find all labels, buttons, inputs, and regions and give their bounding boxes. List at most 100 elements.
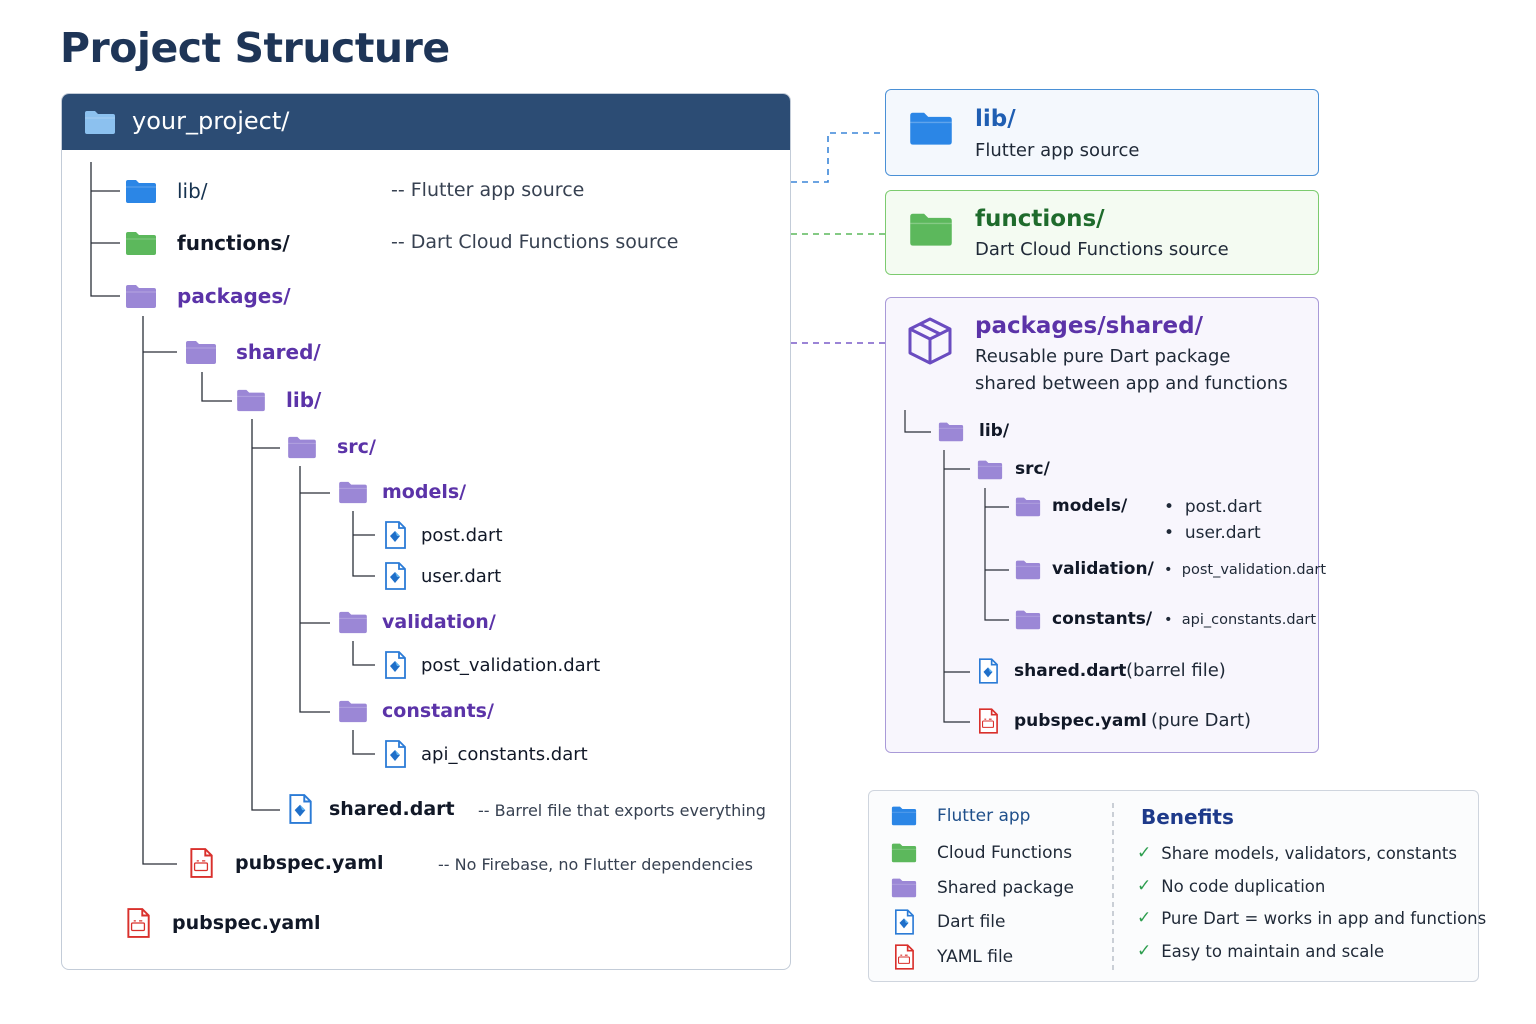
benefit-item: ✓ No code duplication — [1137, 876, 1325, 896]
folder-icon — [891, 877, 917, 898]
check-icon: ✓ — [1137, 941, 1152, 961]
tree-item-lib[interactable]: lib/ — [125, 178, 208, 204]
card-subtitle: Flutter app source — [975, 140, 1140, 161]
legend-label: Shared package — [937, 877, 1075, 898]
tree-item-label: lib/ — [286, 388, 322, 412]
check-icon: ✓ — [1137, 876, 1152, 896]
card-tree-file: • user.dart — [1164, 523, 1261, 543]
tree-item-desc: -- Dart Cloud Functions source — [391, 231, 679, 253]
card-tree-label: lib/ — [979, 421, 1010, 441]
tree-item-label: functions/ — [177, 231, 290, 255]
tree-item-post-dart[interactable]: post.dart — [384, 521, 503, 549]
tree-item-label: shared.dart — [329, 798, 455, 820]
tree-item-shared-dart[interactable]: shared.dart — [288, 794, 455, 824]
tree-panel: your_project/ — [61, 93, 791, 970]
tree-item-label: validation/ — [382, 611, 496, 633]
card-tree-desc: (pure Dart) — [1151, 710, 1252, 731]
tree-item-label: lib/ — [177, 179, 208, 203]
card-title: packages/shared/ — [975, 313, 1203, 339]
card-tree-file: • post.dart — [1164, 497, 1262, 517]
card-subtitle: Dart Cloud Functions source — [975, 239, 1229, 260]
tree-item-models[interactable]: models/ — [338, 480, 466, 504]
yaml-file-icon — [894, 944, 914, 970]
card-tree-label: models/ — [1052, 496, 1128, 516]
benefit-text: Easy to maintain and scale — [1161, 941, 1385, 961]
legend-item-shared: Shared package — [891, 877, 1074, 898]
tree-item-desc: -- Flutter app source — [391, 179, 585, 201]
tree-item-label: pubspec.yaml — [235, 852, 384, 874]
card-tree-label: src/ — [1015, 459, 1050, 479]
legend-label: YAML file — [937, 947, 1014, 967]
tree-item-shared[interactable]: shared/ — [185, 339, 321, 365]
card-tree-label: validation/ — [1052, 559, 1154, 579]
tree-item-label: shared/ — [236, 340, 321, 364]
folder-icon — [1015, 496, 1041, 517]
legend-item-dart: Dart file — [894, 909, 1005, 935]
folder-icon — [891, 842, 917, 863]
card-tree-label: shared.dart — [1014, 661, 1127, 681]
tree-item-label: post_validation.dart — [421, 654, 601, 676]
tree-item-desc: -- Barrel file that exports everything — [478, 801, 766, 820]
legend-item-yaml: YAML file — [894, 944, 1013, 970]
tree-item-functions[interactable]: functions/ — [125, 230, 290, 256]
folder-icon — [908, 211, 954, 247]
legend-panel: Flutter app Cloud Functions Shared packa… — [868, 790, 1486, 982]
tree-item-packages[interactable]: packages/ — [125, 283, 291, 309]
page-title: Project Structure — [60, 24, 450, 72]
folder-icon — [977, 459, 1003, 480]
tree-item-label: pubspec.yaml — [172, 912, 321, 934]
benefit-item: ✓ Share models, validators, constants — [1137, 843, 1457, 863]
tree-connectors — [90, 162, 375, 865]
card-lib: lib/ Flutter app source — [885, 89, 1319, 176]
legend-divider — [1112, 803, 1114, 973]
tree-item-label: constants/ — [382, 700, 494, 722]
card-shared: packages/shared/ Reusable pure Dart pack… — [885, 297, 1326, 753]
folder-icon — [891, 805, 917, 826]
tree-item-api-constants-dart[interactable]: api_constants.dart — [384, 740, 588, 768]
card-subtitle: Reusable pure Dart package — [975, 346, 1231, 367]
tree-item-validation[interactable]: validation/ — [338, 610, 496, 634]
legend-item-flutter: Flutter app — [891, 805, 1030, 826]
tree-item-root-pubspec[interactable]: pubspec.yaml — [126, 908, 321, 938]
folder-icon — [1015, 609, 1041, 630]
tree-item-src[interactable]: src/ — [287, 435, 376, 459]
tree-item-constants[interactable]: constants/ — [338, 699, 494, 723]
tree-item-shared-lib[interactable]: lib/ — [236, 388, 321, 412]
file-name: user.dart — [1184, 523, 1261, 543]
card-title: lib/ — [975, 106, 1016, 132]
tree-item-shared-pubspec[interactable]: pubspec.yaml — [189, 848, 384, 878]
card-tree-file: • post_validation.dart — [1164, 562, 1327, 578]
legend-label: Dart file — [937, 912, 1006, 932]
check-icon: ✓ — [1137, 843, 1152, 863]
card-tree-connectors — [904, 410, 1009, 723]
folder-icon — [1015, 559, 1041, 580]
benefits-title: Benefits — [1141, 805, 1234, 829]
tree-item-label: post.dart — [421, 524, 503, 546]
tree-item-label: api_constants.dart — [421, 743, 588, 765]
card-tree-desc: (barrel file) — [1126, 660, 1226, 681]
tree-item-label: user.dart — [421, 565, 502, 587]
tree-item-desc: -- No Firebase, no Flutter dependencies — [438, 855, 753, 874]
file-name: post.dart — [1184, 497, 1262, 517]
card-tree-label: pubspec.yaml — [1014, 711, 1147, 731]
tree-item-label: models/ — [382, 481, 467, 503]
benefit-text: Pure Dart = works in app and functions — [1161, 908, 1487, 928]
file-name: api_constants.dart — [1181, 612, 1317, 628]
tree-item-label: src/ — [337, 436, 376, 458]
tree-item-user-dart[interactable]: user.dart — [384, 562, 501, 590]
legend-item-functions: Cloud Functions — [891, 842, 1072, 863]
benefit-item: ✓ Pure Dart = works in app and functions — [1137, 908, 1486, 928]
package-icon — [908, 317, 952, 365]
card-subtitle: shared between app and functions — [975, 373, 1288, 394]
folder-icon — [908, 110, 954, 146]
card-title: functions/ — [975, 206, 1105, 232]
legend-label: Cloud Functions — [937, 842, 1073, 863]
dart-file-icon — [894, 909, 914, 935]
tree-header: your_project/ — [62, 94, 790, 150]
tree-item-post-validation-dart[interactable]: post_validation.dart — [384, 651, 600, 679]
card-tree-label: constants/ — [1052, 609, 1153, 629]
card-functions: functions/ Dart Cloud Functions source — [885, 190, 1319, 275]
benefit-text: Share models, validators, constants — [1161, 843, 1457, 863]
tree-item-label: packages/ — [177, 284, 291, 308]
